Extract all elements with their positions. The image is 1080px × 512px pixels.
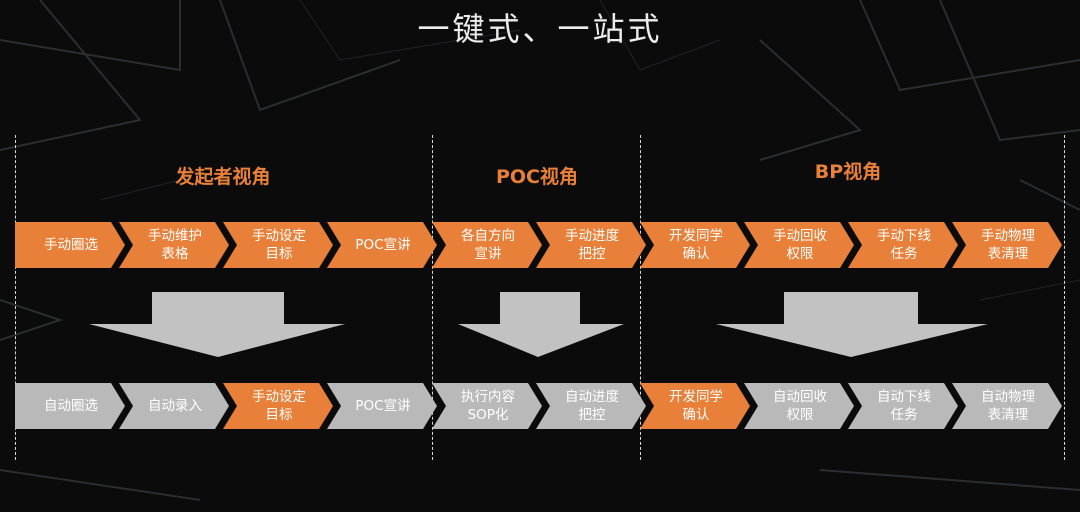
down-arrow-initiator	[89, 292, 345, 357]
down-arrow-poc	[458, 292, 624, 357]
separator-left	[15, 135, 16, 460]
auto-step-7: 开发同学 确认	[669, 389, 723, 423]
auto-step-10: 自动物理 表清理	[981, 389, 1035, 423]
manual-step-2-shape	[119, 222, 229, 268]
down-arrow-bp	[716, 292, 988, 357]
manual-step-3: 手动设定 目标	[252, 228, 306, 262]
manual-step-1: 手动圈选	[44, 237, 98, 253]
manual-step-8: 手动回收 权限	[773, 228, 827, 262]
auto-step-5-shape	[432, 383, 542, 429]
auto-step-3: 手动设定 目标	[252, 389, 306, 423]
auto-step-9-shape	[848, 383, 958, 429]
manual-step-4-shape	[327, 222, 437, 268]
manual-step-10: 手动物理 表清理	[981, 228, 1035, 262]
separator-right	[1064, 135, 1065, 460]
manual-step-8-shape	[744, 222, 854, 268]
auto-step-6-shape	[536, 383, 646, 429]
auto-step-4-shape	[327, 383, 437, 429]
separator-initiator-poc	[432, 135, 433, 460]
section-label-initiator: 发起者视角	[175, 166, 271, 188]
auto-step-8-shape	[744, 383, 854, 429]
manual-step-5-shape	[432, 222, 542, 268]
manual-step-5: 各自方向 宣讲	[461, 228, 515, 262]
auto-step-1: 自动圈选	[44, 398, 98, 414]
page-title: 一键式、一站式	[417, 10, 663, 48]
manual-step-9-shape	[848, 222, 958, 268]
manual-step-9: 手动下线 任务	[877, 228, 931, 262]
auto-step-2: 自动录入	[148, 398, 202, 414]
manual-step-2: 手动维护 表格	[148, 228, 202, 262]
auto-step-6: 自动进度 把控	[565, 389, 619, 423]
section-label-poc: POC视角	[495, 166, 579, 188]
auto-step-7-shape	[640, 383, 750, 429]
manual-step-3-shape	[223, 222, 333, 268]
auto-step-10-shape	[952, 383, 1062, 429]
section-label-bp: BP视角	[814, 161, 882, 183]
manual-step-6: 手动进度 把控	[565, 228, 619, 262]
manual-step-7: 开发同学 确认	[669, 228, 723, 262]
manual-step-1-shape	[15, 222, 125, 268]
manual-step-7-shape	[640, 222, 750, 268]
manual-step-10-shape	[952, 222, 1062, 268]
auto-step-8: 自动回收 权限	[773, 389, 827, 423]
auto-step-9: 自动下线 任务	[877, 389, 931, 423]
auto-step-3-shape	[223, 383, 333, 429]
manual-step-6-shape	[536, 222, 646, 268]
auto-step-4: POC宣讲	[355, 398, 411, 414]
manual-step-4: POC宣讲	[355, 237, 411, 253]
auto-step-2-shape	[119, 383, 229, 429]
auto-step-5: 执行内容 SOP化	[461, 389, 515, 423]
separator-poc-bp	[640, 135, 641, 460]
auto-step-1-shape	[15, 383, 125, 429]
